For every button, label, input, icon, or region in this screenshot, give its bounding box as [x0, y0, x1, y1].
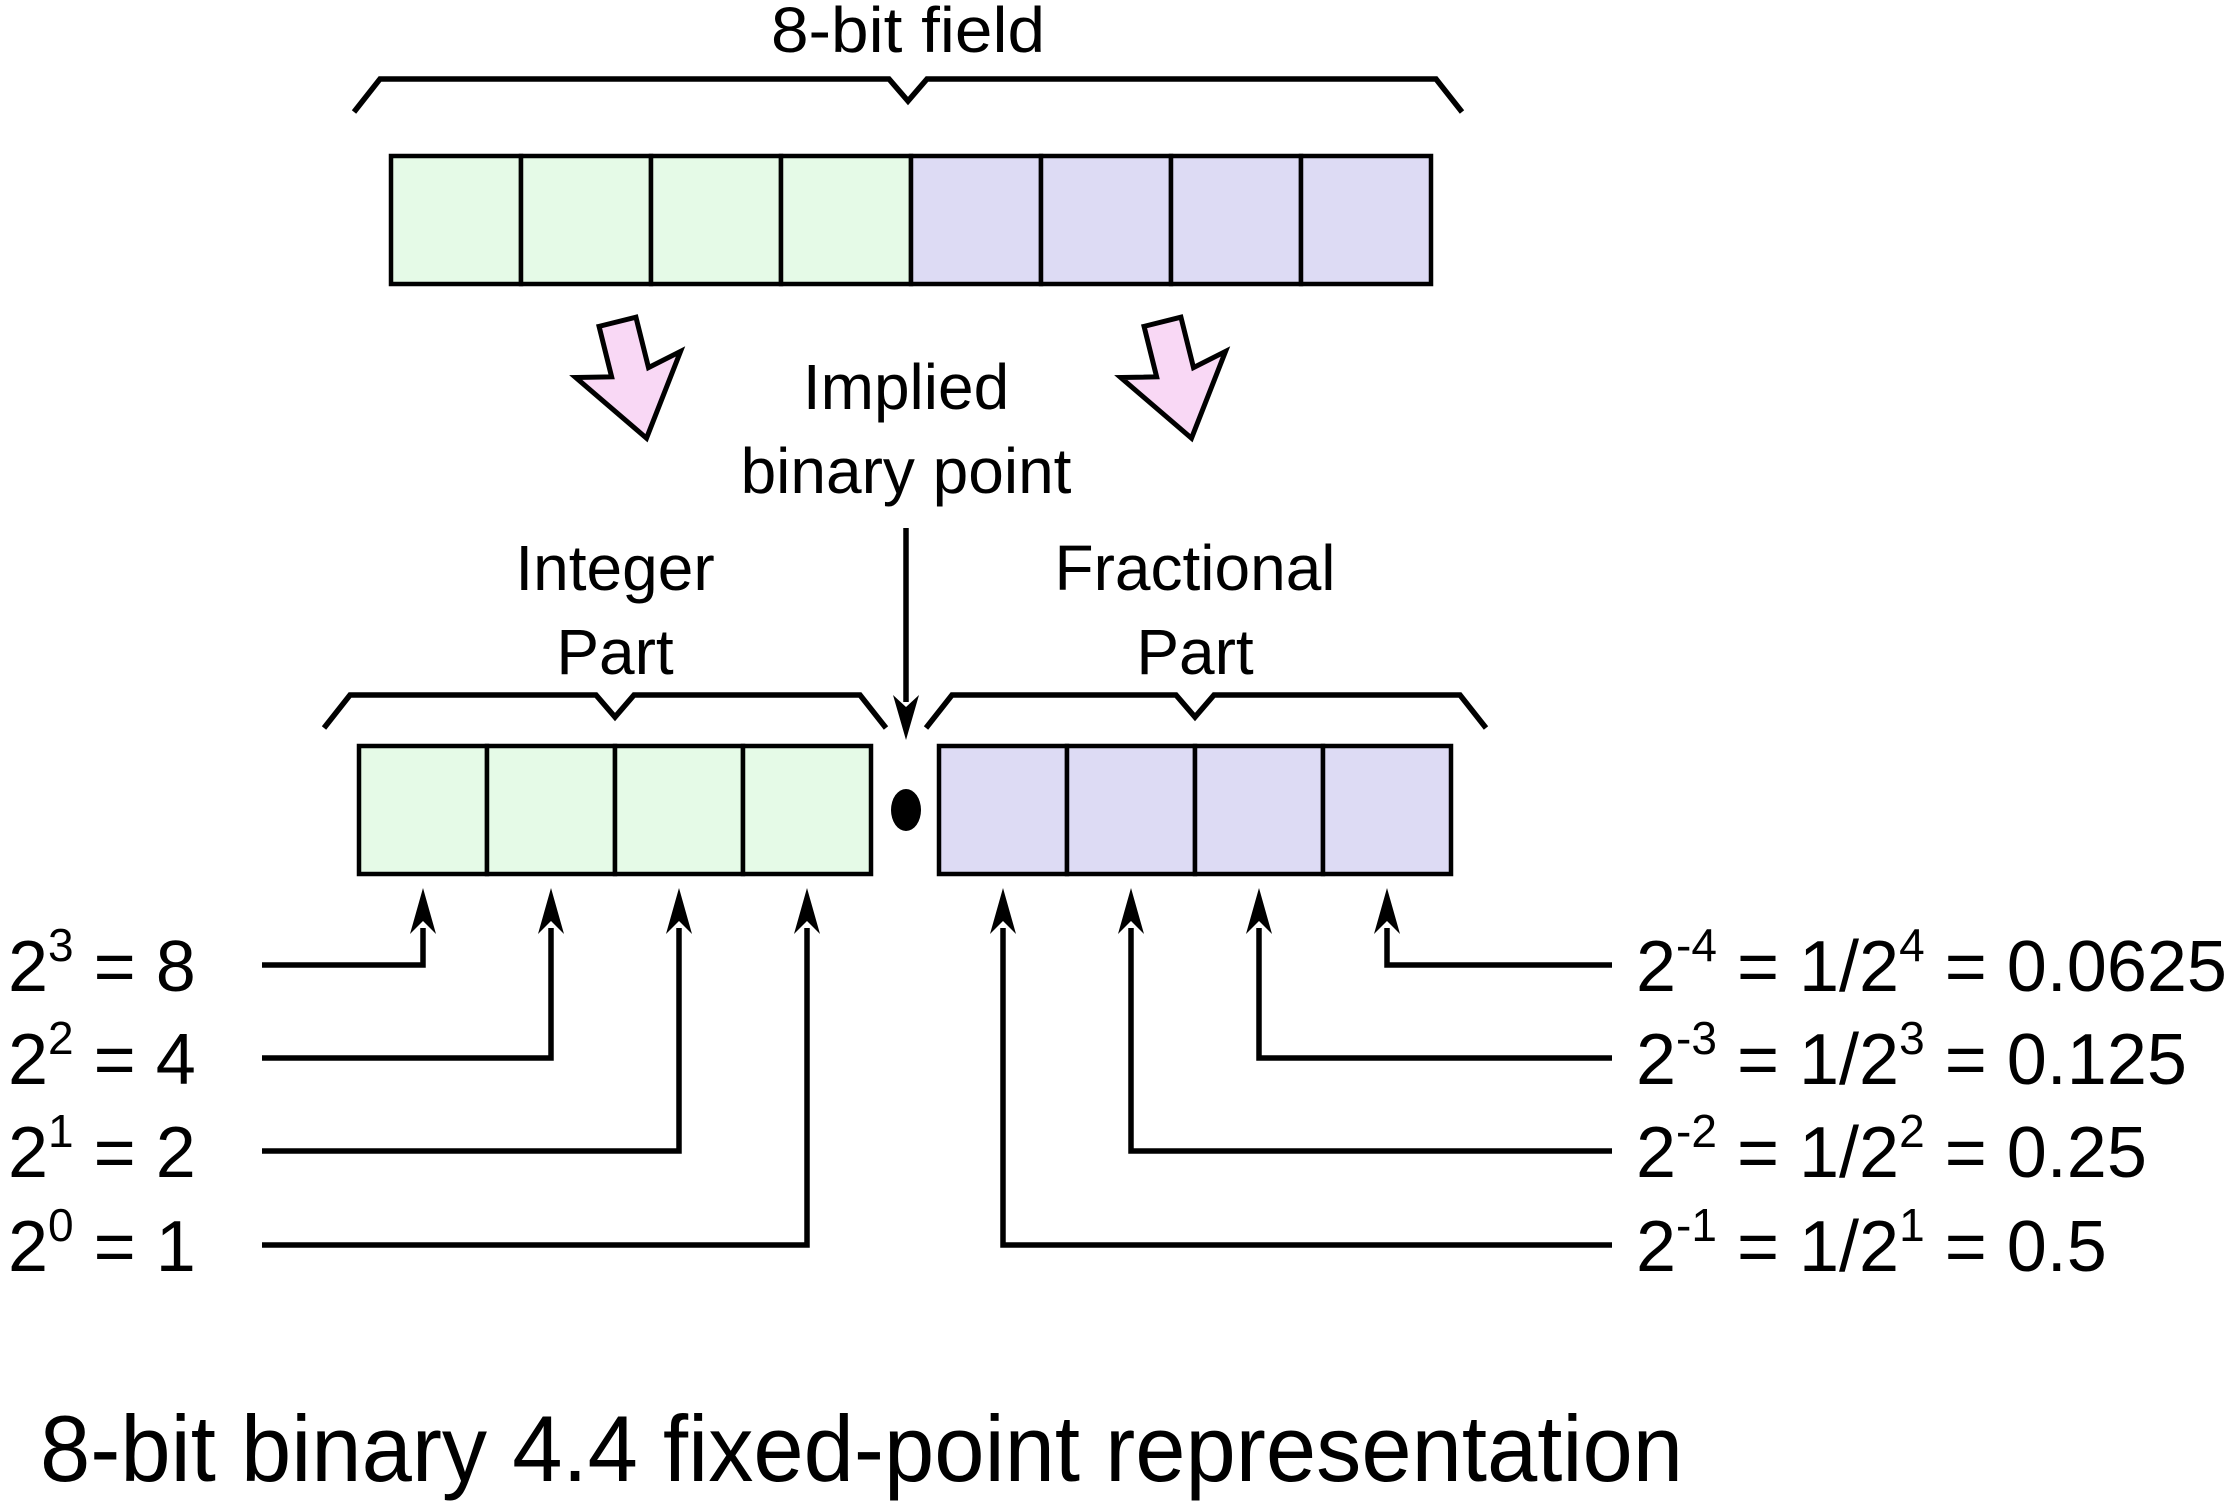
- bit-cell: [740, 743, 874, 877]
- bit-cell: [1064, 743, 1198, 877]
- weight-label-2pow-1: 2-1 = 1/21 = 0.5: [1636, 1199, 2107, 1287]
- bit-cell: [1320, 743, 1454, 877]
- binary-point-dot: [891, 789, 921, 831]
- weight-value: = 0.5: [1925, 1207, 2107, 1287]
- weight-fraction: = 1/2: [1717, 927, 1899, 1007]
- implied-point-arrow-icon: [893, 528, 919, 740]
- block-arrow-down-left-icon: [569, 314, 686, 443]
- fractional-bits-row: [936, 743, 1454, 877]
- field-width-label: 8-bit field: [771, 0, 1045, 66]
- bit-field-row: [388, 153, 1434, 287]
- weight-exponent: -2: [1676, 1105, 1717, 1157]
- bit-cell: [936, 743, 1070, 877]
- weight-fraction: = 1/2: [1717, 1113, 1899, 1193]
- weight-base: 2: [1636, 1207, 1676, 1287]
- weight-value: = 8: [74, 927, 196, 1007]
- implied-point-label-line1: Implied: [803, 351, 1009, 423]
- weight-value: = 4: [74, 1020, 196, 1100]
- weight-base: 2: [1636, 1113, 1676, 1193]
- fractional-part-label-line1: Fractional: [1055, 532, 1336, 604]
- weight-label-2pow-3: 2-3 = 1/23 = 0.125: [1636, 1012, 2187, 1100]
- weight-exponent: 2: [1899, 1105, 1925, 1157]
- bit-cell: [648, 153, 784, 287]
- weight-base: 2: [8, 1020, 48, 1100]
- weight-value: = 0.0625: [1925, 927, 2227, 1007]
- integer-part-label-line1: Integer: [515, 532, 714, 604]
- weight-exponent: -3: [1676, 1012, 1717, 1064]
- bit-cell: [612, 743, 746, 877]
- implied-point-label-line2: binary point: [741, 435, 1072, 507]
- weight-label-2pow1: 21 = 2: [8, 1105, 196, 1193]
- weight-exponent: -4: [1676, 919, 1717, 971]
- bit-cell: [1298, 153, 1434, 287]
- weight-exponent: 3: [1899, 1012, 1925, 1064]
- weight-fraction: = 1/2: [1717, 1207, 1899, 1287]
- integer-part-label-line2: Part: [556, 616, 674, 688]
- weight-exponent: 4: [1899, 919, 1925, 971]
- weight-label-2pow-4: 2-4 = 1/24 = 0.0625: [1636, 919, 2227, 1007]
- weight-label-2pow3: 23 = 8: [8, 919, 196, 1007]
- weight-exponent: 1: [48, 1105, 74, 1157]
- weight-base: 2: [8, 1207, 48, 1287]
- weight-base: 2: [8, 927, 48, 1007]
- weight-value: = 2: [74, 1113, 196, 1193]
- fractional-brace-icon: [923, 692, 1489, 730]
- diagram-caption: 8-bit binary 4.4 fixed-point representat…: [40, 1396, 1683, 1501]
- fractional-part-label-line2: Part: [1136, 616, 1254, 688]
- weight-exponent: 0: [48, 1199, 74, 1251]
- bit-cell: [484, 743, 618, 877]
- weight-fraction: = 1/2: [1717, 1020, 1899, 1100]
- weight-label-2pow-2: 2-2 = 1/22 = 0.25: [1636, 1105, 2147, 1193]
- weight-value: = 0.25: [1925, 1113, 2147, 1193]
- integer-bits-row: [356, 743, 874, 877]
- bit-cell: [908, 153, 1044, 287]
- weight-exponent: 1: [1899, 1199, 1925, 1251]
- weight-base: 2: [1636, 927, 1676, 1007]
- integer-weight-arrows: [262, 888, 820, 1248]
- bit-cell: [1168, 153, 1304, 287]
- weight-label-2pow2: 22 = 4: [8, 1012, 196, 1100]
- fractional-weight-arrows: [990, 888, 1612, 1248]
- weight-base: 2: [8, 1113, 48, 1193]
- weight-exponent: -1: [1676, 1199, 1717, 1251]
- bit-cell: [778, 153, 914, 287]
- bit-cell: [356, 743, 490, 877]
- bit-cell: [518, 153, 654, 287]
- weight-label-2pow0: 20 = 1: [8, 1199, 196, 1287]
- integer-brace-icon: [321, 692, 889, 730]
- weight-value: = 1: [74, 1207, 196, 1287]
- bit-cell: [1192, 743, 1326, 877]
- weight-base: 2: [1636, 1020, 1676, 1100]
- top-brace-icon: [351, 76, 1465, 114]
- bit-cell: [388, 153, 524, 287]
- block-arrow-down-right-icon: [1114, 314, 1231, 443]
- weight-exponent: 2: [48, 1012, 74, 1064]
- weight-value: = 0.125: [1925, 1020, 2187, 1100]
- weight-exponent: 3: [48, 919, 74, 971]
- bit-cell: [1038, 153, 1174, 287]
